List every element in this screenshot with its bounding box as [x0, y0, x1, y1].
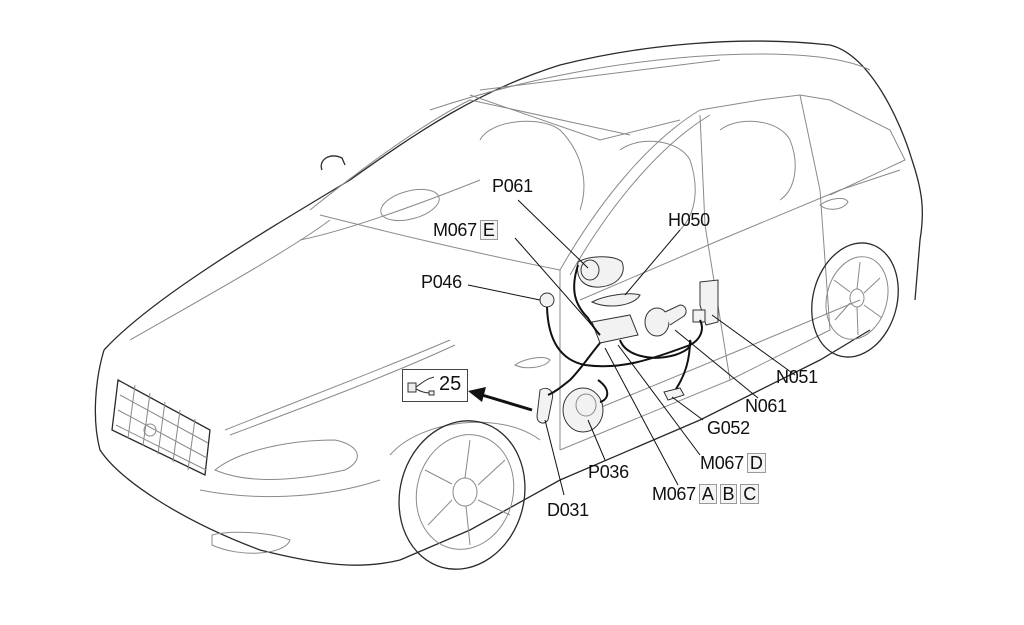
car-body: [94, 40, 924, 566]
connector-component: [536, 387, 554, 424]
speaker-component: [562, 387, 604, 433]
label-p061: P061: [492, 176, 533, 196]
variant-box-c: C: [740, 484, 759, 504]
label-n061: N061: [745, 396, 787, 416]
leader-lines: [467, 199, 796, 496]
variant-box-e: E: [479, 220, 498, 240]
variant-box-d: D: [746, 453, 766, 473]
reference-box[interactable]: 25: [402, 369, 468, 402]
sensor-component: [663, 387, 685, 401]
label-p036: P036: [588, 462, 629, 482]
label-m067-abc-code: M067: [652, 484, 696, 504]
arrow-pointer-icon: [468, 387, 533, 412]
control-module: [591, 314, 639, 344]
label-g052: G052: [707, 418, 750, 438]
label-h050: H050: [668, 210, 710, 230]
front-wheel: [398, 420, 526, 570]
reference-number: 25: [439, 373, 462, 395]
label-m067-e-code: M067: [433, 220, 477, 240]
rear-wheel: [811, 242, 899, 358]
variant-box-a: A: [698, 484, 717, 504]
label-d031: D031: [547, 500, 589, 520]
switch-component: [539, 292, 555, 308]
variant-box-b: B: [719, 484, 738, 504]
label-n051: N051: [776, 367, 818, 387]
label-m067-d-code: M067: [700, 453, 744, 473]
wiring-harness: [546, 264, 703, 403]
components: [536, 256, 719, 433]
lamp-component: [590, 293, 641, 307]
connector-cable-icon: [407, 376, 435, 396]
label-p046: P046: [421, 272, 462, 292]
